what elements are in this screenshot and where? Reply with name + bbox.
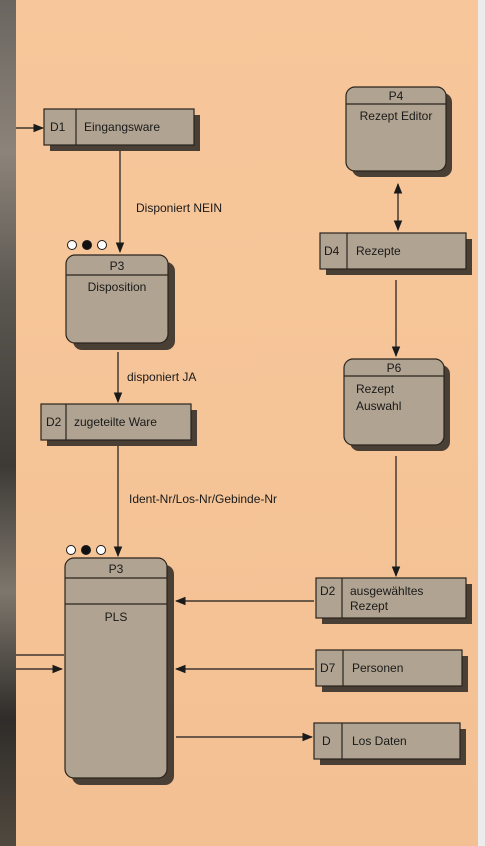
process-id: P3 (109, 562, 124, 576)
process-p3-disposition: P3 Disposition (65, 254, 175, 350)
status-circle-filled (81, 545, 91, 555)
store-d4-rezepte: D4 Rezepte (319, 232, 472, 275)
flow-label-nein: Disponiert NEIN (136, 201, 222, 215)
store-id: D7 (320, 661, 336, 675)
process-id: P6 (387, 361, 402, 375)
process-label: PLS (105, 610, 128, 624)
store-id: D2 (320, 584, 336, 598)
process-id: P3 (110, 259, 125, 273)
store-label: zugeteilte Ware (74, 415, 157, 429)
store-label: Personen (352, 661, 403, 675)
flow-label-ja: disponiert JA (127, 370, 196, 384)
store-label: Eingangsware (84, 120, 160, 134)
store-label: Los Daten (352, 734, 407, 748)
store-label: Rezepte (356, 244, 401, 258)
store-d2-zugeteilte-ware: D2 zugeteilte Ware (40, 403, 197, 446)
process-label: Rezept Editor (360, 109, 433, 123)
store-d-los-daten: D Los Daten (313, 722, 466, 765)
photo-edge-left (0, 0, 16, 846)
flow-label-ident: Ident-Nr/Los-Nr/Gebinde-Nr (129, 492, 277, 506)
store-d1: D1 Eingangsware (43, 108, 200, 151)
store-id: D (322, 734, 331, 748)
process-label: Disposition (88, 280, 147, 294)
status-circle-empty (97, 240, 107, 250)
process-p3-pls: P3 PLS (64, 557, 174, 785)
process-p6-rezept-auswahl: P6 Rezept Auswahl (343, 358, 450, 451)
process-p4-rezept-editor: P4 Rezept Editor (345, 86, 452, 177)
process-id: P4 (389, 89, 404, 103)
store-id: D2 (46, 415, 62, 429)
store-d2-ausgewaehltes-rezept: D2 ausgewähltes Rezept (315, 577, 472, 624)
store-id: D4 (324, 244, 340, 258)
page-edge-right (478, 0, 485, 846)
status-circle-empty (66, 545, 76, 555)
process-label-line2: Auswahl (356, 399, 401, 413)
process-label-line1: Rezept (356, 382, 395, 396)
store-d7-personen: D7 Personen (315, 649, 468, 692)
status-circle-filled (82, 240, 92, 250)
store-id: D1 (50, 120, 66, 134)
status-circle-empty (96, 545, 106, 555)
store-label-line1: ausgewähltes (350, 584, 423, 598)
store-label-line2: Rezept (350, 599, 389, 613)
status-circle-empty (67, 240, 77, 250)
